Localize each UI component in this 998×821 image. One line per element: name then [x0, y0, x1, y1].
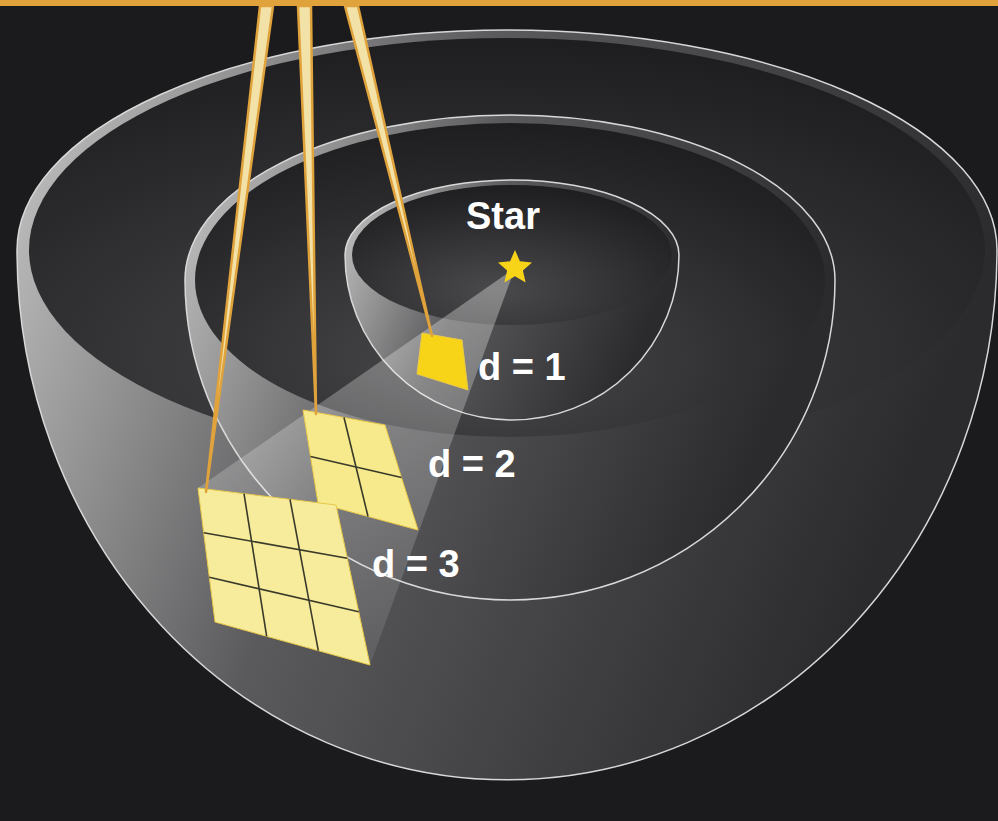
distance-label: d = 1: [478, 347, 566, 389]
outer-shell: [17, 30, 997, 780]
light-patch: [417, 333, 468, 390]
light-patch: [198, 488, 370, 665]
source-label: Star: [466, 196, 540, 238]
label-holder: d = 3: [372, 544, 460, 586]
leader-beam: [298, 6, 316, 414]
distance-label: d = 2: [428, 444, 516, 486]
patch-area: [198, 488, 370, 665]
label-holder: d = 1: [478, 347, 566, 389]
leader-beam: [206, 6, 273, 492]
distance-label: d = 3: [372, 544, 460, 586]
label-holder: Star: [466, 196, 540, 238]
leader-beam: [345, 6, 432, 336]
star-symbol: [498, 250, 532, 282]
patch-area: [417, 333, 468, 390]
grid-line: [244, 494, 267, 637]
light-cone: [198, 268, 515, 665]
grid-line: [209, 577, 358, 611]
grid-line: [311, 457, 402, 478]
outer-shell-interior: [29, 38, 985, 462]
grid-line: [204, 533, 348, 559]
label-holder: d = 2: [428, 444, 516, 486]
grid-line: [290, 499, 318, 650]
top-rule: [0, 0, 998, 6]
